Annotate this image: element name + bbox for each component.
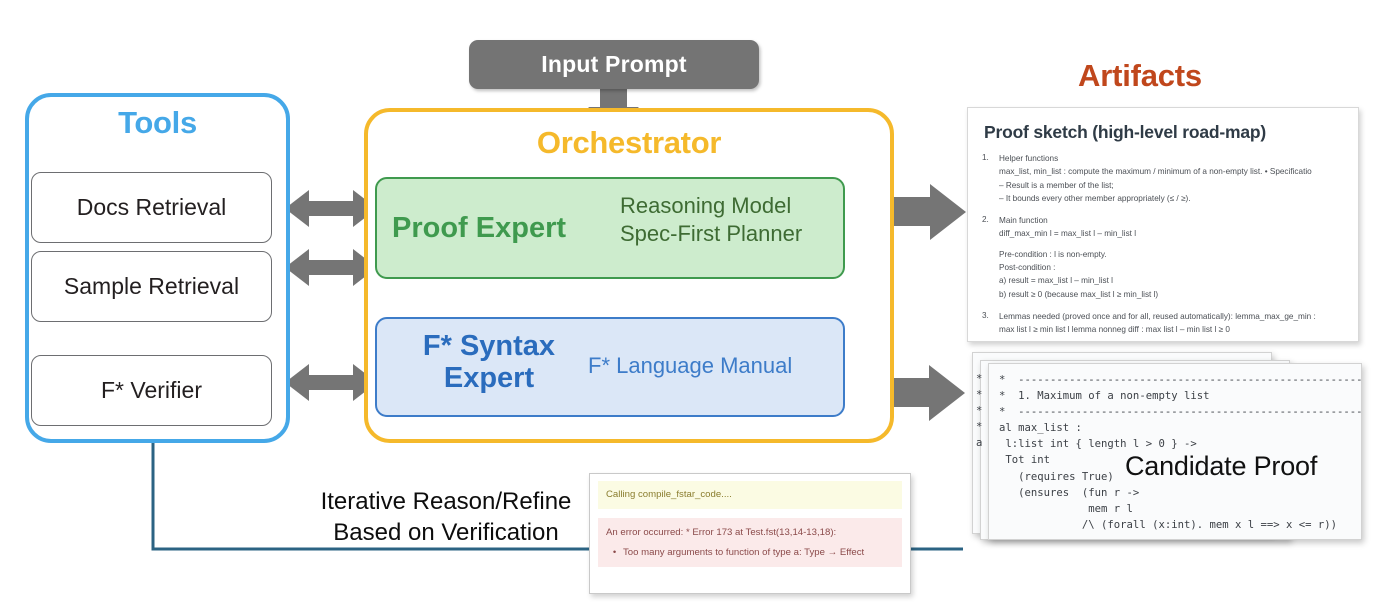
sidebar-item-docs-retrieval[interactable]: Docs Retrieval	[31, 172, 272, 243]
candidate-proof-code-line: /\ (forall (x:int). mem x l ==> x <= r))	[999, 518, 1338, 531]
verification-error-header: An error occurred: * Error 173 at Test.f…	[606, 527, 837, 538]
orchestrator-title: Orchestrator	[536, 125, 722, 160]
proof-sketch-items: 1. Helper functions max_list, min_list : c…	[982, 152, 1344, 336]
candidate-proof-code-line: mem r l	[999, 502, 1133, 515]
proof-expert-subtitle: Reasoning Model Spec-First Planner	[620, 192, 845, 248]
proof-sketch-item-number: 1.	[982, 153, 989, 162]
candidate-proof-peek-line: a	[976, 437, 983, 450]
candidate-proof-code: * --------------------------------------…	[999, 372, 1361, 533]
proof-expert-title: Proof Expert	[392, 212, 567, 244]
proof-sketch-line: Pre-condition : l is non-empty.	[999, 249, 1107, 259]
feedback-loop-label: Iterative Reason/Refine Based on Verific…	[296, 487, 596, 548]
candidate-proof-peek-line: *	[976, 421, 983, 434]
proof-sketch-line: b) result ≥ 0 (because max_list l ≥ min_…	[999, 289, 1159, 299]
fstar-syntax-expert-title-line2: Expert	[443, 362, 535, 395]
candidate-proof-peek-line: *	[976, 373, 983, 385]
candidate-proof-code-line: * --------------------------------------…	[999, 374, 1362, 386]
proof-sketch-item: 3. Lemmas needed (proved once and for all…	[982, 310, 1344, 337]
candidate-proof-code-line: l:list int { length l > 0 } ->	[999, 438, 1197, 451]
proof-sketch-line: Post-condition :	[999, 262, 1056, 272]
proof-sketch-line: diff_max_min l = max_list l – min_list l	[999, 229, 1137, 239]
fstar-syntax-expert-title: F* Syntax Expert	[404, 330, 574, 395]
proof-sketch-spacer	[982, 207, 1344, 214]
proof-sketch-line: max_list, min_list : compute the maximum…	[999, 167, 1312, 177]
proof-sketch-spacer	[982, 303, 1344, 310]
verification-log-card[interactable]: Calling compile_fstar_code.... An error …	[589, 473, 911, 594]
input-prompt-label: Input Prompt	[541, 51, 687, 77]
proof-sketch-line: – Result is a member of the list;	[999, 180, 1114, 190]
proof-sketch-item: 1. Helper functions max_list, min_list : c…	[982, 152, 1344, 205]
sidebar-item-sample-retrieval[interactable]: Sample Retrieval	[31, 251, 272, 322]
proof-sketch-item-body: Helper functions max_list, min_list : com…	[999, 152, 1344, 205]
candidate-proof-code-line: al max_list :	[999, 422, 1082, 435]
candidate-proof-code-line: * 1. Maximum of a non-empty list	[999, 390, 1210, 403]
candidate-proof-card[interactable]: * --------------------------------------…	[988, 363, 1362, 540]
artifacts-title: Artifacts	[1078, 58, 1202, 93]
proof-sketch-item-body: Lemmas needed (proved once and for all, …	[999, 310, 1344, 337]
proof-sketch-line	[999, 241, 1344, 248]
proof-expert-box[interactable]	[375, 177, 845, 279]
bullet-icon: •	[612, 547, 617, 558]
proof-sketch-item-number: 2.	[982, 215, 989, 225]
candidate-proof-peek-line: *	[976, 405, 983, 418]
candidate-proof-code-line: (ensures (fun r ->	[999, 486, 1140, 499]
proof-sketch-line: max list l ≥ min list l lemma nonneg dif…	[999, 325, 1230, 335]
proof-sketch-heading: Proof sketch (high-level road-map)	[984, 122, 1266, 142]
proof-sketch-line: – It bounds every other member appropria…	[999, 193, 1191, 203]
proof-expert-subtitle-line1: Reasoning Model	[620, 193, 792, 218]
candidate-proof-code-line: (requires True)	[999, 470, 1114, 483]
tool-label: Sample Retrieval	[63, 273, 240, 299]
candidate-proof-label: Candidate Proof	[1125, 451, 1318, 481]
verification-calling-line: Calling compile_fstar_code....	[598, 481, 902, 509]
tool-label: F* Verifier	[101, 377, 202, 403]
candidate-proof-code-line: * --------------------------------------…	[999, 406, 1362, 419]
proof-expert-subtitle-line2: Spec-First Planner	[620, 221, 803, 247]
candidate-proof-peek-column: * * * * a	[976, 371, 988, 451]
sidebar-item-fstar-verifier[interactable]: F* Verifier	[31, 355, 272, 426]
proof-sketch-line: a) result = max_list l – min_list l	[999, 276, 1113, 286]
tools-title: Tools	[118, 105, 197, 140]
fstar-syntax-expert-box[interactable]	[375, 317, 845, 417]
proof-sketch-item-number: 3.	[982, 310, 989, 320]
candidate-proof-peek-line: *	[976, 389, 983, 402]
proof-sketch-item-body: Main function diff_max_min l = max_list l…	[999, 214, 1344, 301]
verification-error-detail: Too many arguments to function of type a…	[623, 547, 865, 558]
fstar-syntax-expert-title-line1: F* Syntax	[422, 330, 556, 362]
proof-sketch-card[interactable]: Proof sketch (high-level road-map) 1. Hel…	[967, 107, 1359, 342]
feedback-loop-label-line1: Iterative Reason/Refine	[320, 488, 572, 515]
verification-error-bullet-row: • Too many arguments to function of type…	[606, 547, 894, 558]
fstar-syntax-expert-subtitle: F* Language Manual	[588, 353, 793, 378]
proof-sketch-line: Lemmas needed (proved once and for all, …	[999, 311, 1316, 321]
proof-sketch-line: Helper functions	[999, 154, 1059, 163]
input-prompt-box[interactable]: Input Prompt	[469, 40, 759, 89]
proof-sketch-item: 2. Main function diff_max_min l = max_list…	[982, 214, 1344, 301]
candidate-proof-code-line: Tot int	[999, 454, 1051, 467]
proof-sketch-line: Main function	[999, 216, 1048, 226]
verification-error-block: An error occurred: * Error 173 at Test.f…	[598, 518, 902, 567]
feedback-loop-label-line2: Based on Verification	[333, 518, 559, 546]
tool-label: Docs Retrieval	[76, 194, 227, 220]
